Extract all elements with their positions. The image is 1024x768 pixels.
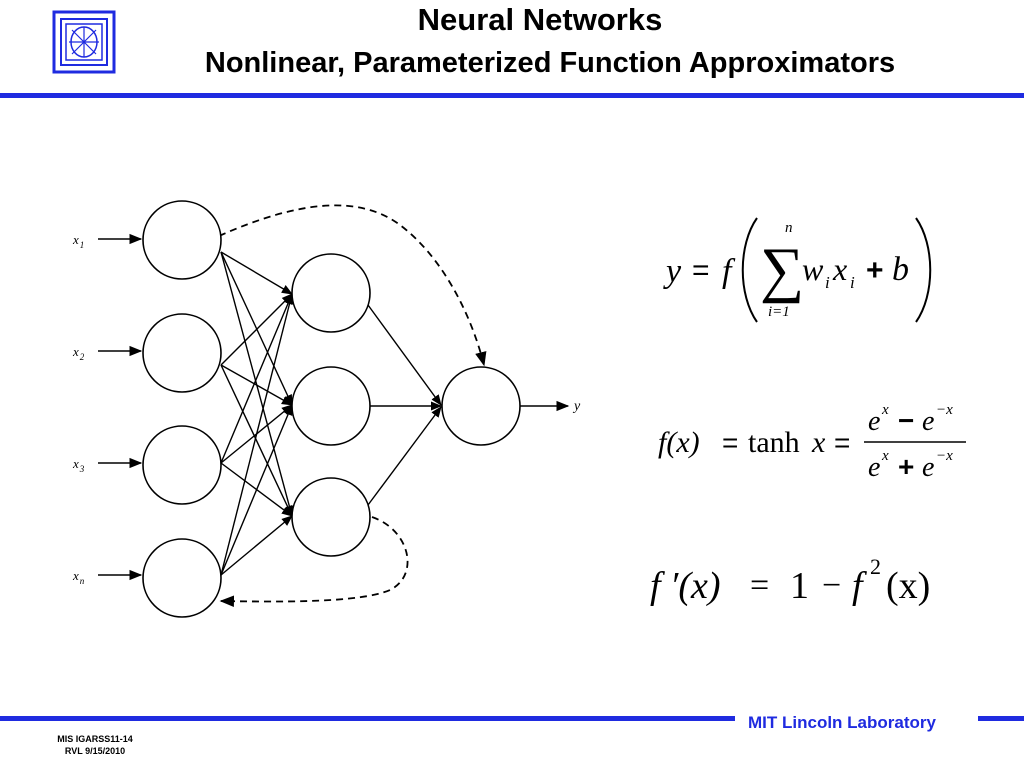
svg-text:−x: −x (936, 448, 953, 464)
hidden-node-3 (291, 477, 371, 557)
svg-text:−: − (898, 405, 914, 436)
footer-rule-right (978, 716, 1024, 721)
input-node-1 (142, 200, 222, 280)
slide-title: Neural Networks (417, 2, 663, 37)
svg-text:=: = (750, 567, 769, 604)
input-hidden-connections (220, 251, 294, 576)
input-arrows (98, 233, 143, 581)
svg-text:e: e (868, 406, 880, 437)
svg-text:x: x (832, 251, 847, 287)
neuron-equation: y = f n ∑ i=1 w i x i + b (663, 217, 932, 323)
input-node-2 (142, 313, 222, 393)
derivative-equation: f ′(x) = 1 − f 2 (x) (650, 554, 930, 607)
svg-text:y: y (663, 253, 682, 290)
slide-subtitle: Nonlinear, Parameterized Function Approx… (204, 47, 896, 79)
activation-equation: f(x) = tanh x = e x − e −x e x + e −x (658, 402, 966, 483)
svg-text:tanh: tanh (748, 426, 800, 459)
svg-text:=: = (692, 254, 710, 287)
output-node (441, 366, 521, 446)
input-label-x3: x3 (72, 456, 85, 474)
neural-network-diagram: x1 x2 x3 xn y (72, 200, 581, 618)
output-label-y: y (572, 399, 581, 414)
dashed-recurrent-connection (219, 516, 409, 607)
svg-text:−x: −x (936, 402, 953, 418)
input-label-x2: x2 (72, 344, 85, 362)
svg-text:f: f (722, 253, 736, 290)
svg-text:f ′(x): f ′(x) (650, 565, 721, 607)
svg-text:=: = (834, 427, 850, 458)
footer-id-line1: MIS IGARSS11-14 (57, 734, 133, 744)
footer-document-id: MIS IGARSS11-14 RVL 9/15/2010 (0, 733, 190, 757)
svg-text:w: w (802, 251, 824, 287)
input-node-n (142, 538, 222, 618)
svg-text:x: x (881, 402, 889, 418)
footer-id-line2: RVL 9/15/2010 (64, 746, 126, 756)
svg-text:e: e (868, 452, 880, 483)
svg-text:f: f (852, 565, 867, 607)
input-label-xn: xn (72, 568, 85, 586)
svg-text:f(x): f(x) (658, 426, 700, 459)
svg-text:1: 1 (790, 565, 809, 607)
svg-text:x: x (881, 448, 889, 464)
svg-text:e: e (922, 452, 934, 483)
svg-text:(x): (x) (886, 565, 930, 607)
summation-sign: ∑ (760, 236, 804, 304)
svg-text:b: b (892, 251, 909, 288)
hidden-output-connections (367, 304, 443, 506)
footer-rule-left (0, 716, 735, 721)
svg-text:+: + (866, 254, 884, 287)
svg-text:=: = (722, 427, 738, 458)
svg-text:e: e (922, 406, 934, 437)
hidden-node-1 (291, 253, 371, 333)
svg-text:i: i (850, 273, 855, 292)
svg-text:i: i (825, 273, 830, 292)
svg-text:n: n (785, 220, 793, 236)
svg-text:x: x (811, 426, 826, 459)
input-node-3 (142, 425, 222, 505)
dashed-skip-connection (218, 204, 487, 367)
svg-text:i=1: i=1 (768, 304, 790, 320)
input-label-x1: x1 (72, 232, 84, 250)
svg-text:+: + (898, 451, 914, 482)
header-rule (0, 93, 1024, 98)
svg-text:2: 2 (870, 554, 881, 579)
footer-lab-name: MIT Lincoln Laboratory (748, 713, 936, 732)
hidden-node-2 (291, 366, 371, 446)
svg-text:−: − (822, 567, 841, 604)
mit-lincoln-logo (52, 10, 116, 74)
